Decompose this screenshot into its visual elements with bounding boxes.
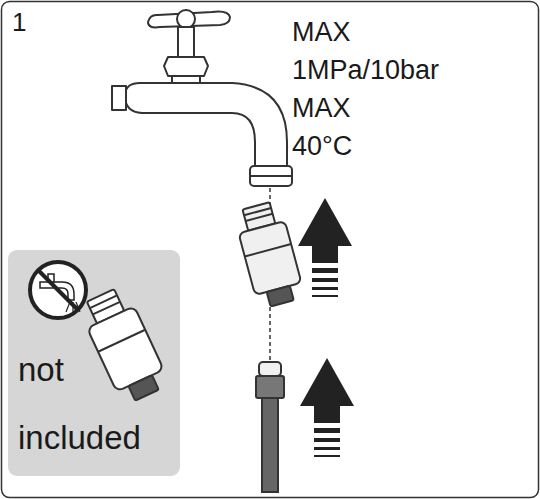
faucet bbox=[112, 10, 292, 186]
grey-panel bbox=[8, 250, 180, 476]
push-arrow bbox=[300, 358, 354, 457]
hose bbox=[256, 362, 284, 492]
panel-note: not included bbox=[18, 336, 168, 472]
not-included-panel: not included bbox=[8, 250, 180, 476]
valve bbox=[77, 284, 171, 406]
valve bbox=[233, 200, 306, 310]
spec-label: MAX bbox=[292, 94, 351, 124]
step-number: 1 bbox=[12, 8, 26, 37]
spec-label: MAX bbox=[292, 18, 351, 48]
temperature-value: 40°C bbox=[292, 132, 352, 162]
pressure-value: 1MPa/10bar bbox=[292, 56, 439, 86]
push-arrow bbox=[298, 198, 352, 297]
no-tap-icon bbox=[30, 262, 86, 318]
